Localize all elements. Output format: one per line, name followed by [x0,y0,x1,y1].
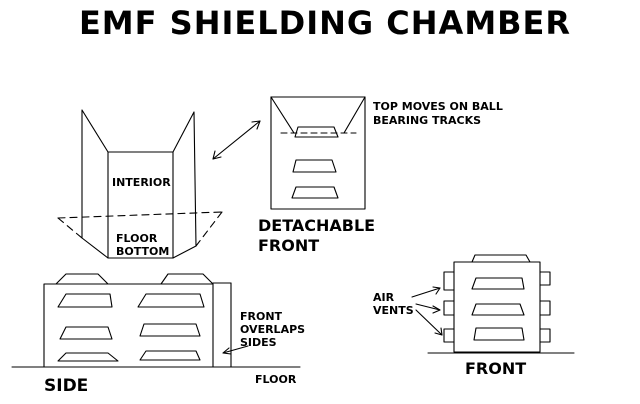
attach-double-arrow [212,120,261,160]
overlap-arrow [222,345,249,354]
side-top-bump-1 [55,273,109,285]
air-arrow-2 [415,303,441,311]
detachable-front-panel [270,96,366,210]
detachable-vent-3 [291,186,339,199]
detachable-front-label-line1: DETACHABLE [258,216,376,235]
front-top-cap [471,254,531,263]
top-moves-label-line2: BEARING TRACKS [373,114,482,127]
detachable-vent-2 [292,159,337,173]
front-vent-3 [473,327,525,341]
air-vents-label-line1: AIR [373,291,395,304]
top-moves-label-line1: TOP MOVES ON BALL [373,100,503,113]
floor-right-fold [195,211,223,247]
interior-label: INTERIOR [112,176,171,189]
side-vent-6 [139,350,201,361]
air-vents-label-line2: VENTS [373,304,414,317]
side-vent-1 [57,293,113,308]
side-vent-3 [59,326,113,340]
floor-bottom-label-line1: FLOOR [116,232,158,245]
floor-bottom-label-line2: BOTTOM [116,245,170,258]
floor-fold-line [57,211,223,219]
front-overlaps-label-line1: FRONT [240,310,283,323]
unfolded-left-flap [81,109,109,259]
side-top-bump-2 [160,273,214,285]
front-view [411,254,575,354]
side-view [11,273,301,368]
air-arrow-3 [415,309,443,336]
front-label: FRONT [465,359,527,378]
air-arrow-1 [411,287,441,298]
detachable-vent-1 [294,126,339,138]
detachable-front-label-line2: FRONT [258,236,320,255]
floor-label: FLOOR [255,373,297,386]
diagram-title: EMF SHIELDING CHAMBER [78,4,572,42]
side-vent-4 [139,323,201,337]
front-overlaps-label-line2: OVERLAPS [240,323,306,336]
unfolded-chamber [57,109,223,259]
side-vent-2 [137,293,205,308]
unfolded-right-flap [172,111,197,259]
front-overlaps-label-line3: SIDES [240,336,277,349]
front-vent-2 [471,303,525,316]
side-label: SIDE [44,376,89,396]
side-vent-5 [57,352,119,362]
front-vent-1 [471,277,525,290]
floor-left-fold [57,217,83,239]
